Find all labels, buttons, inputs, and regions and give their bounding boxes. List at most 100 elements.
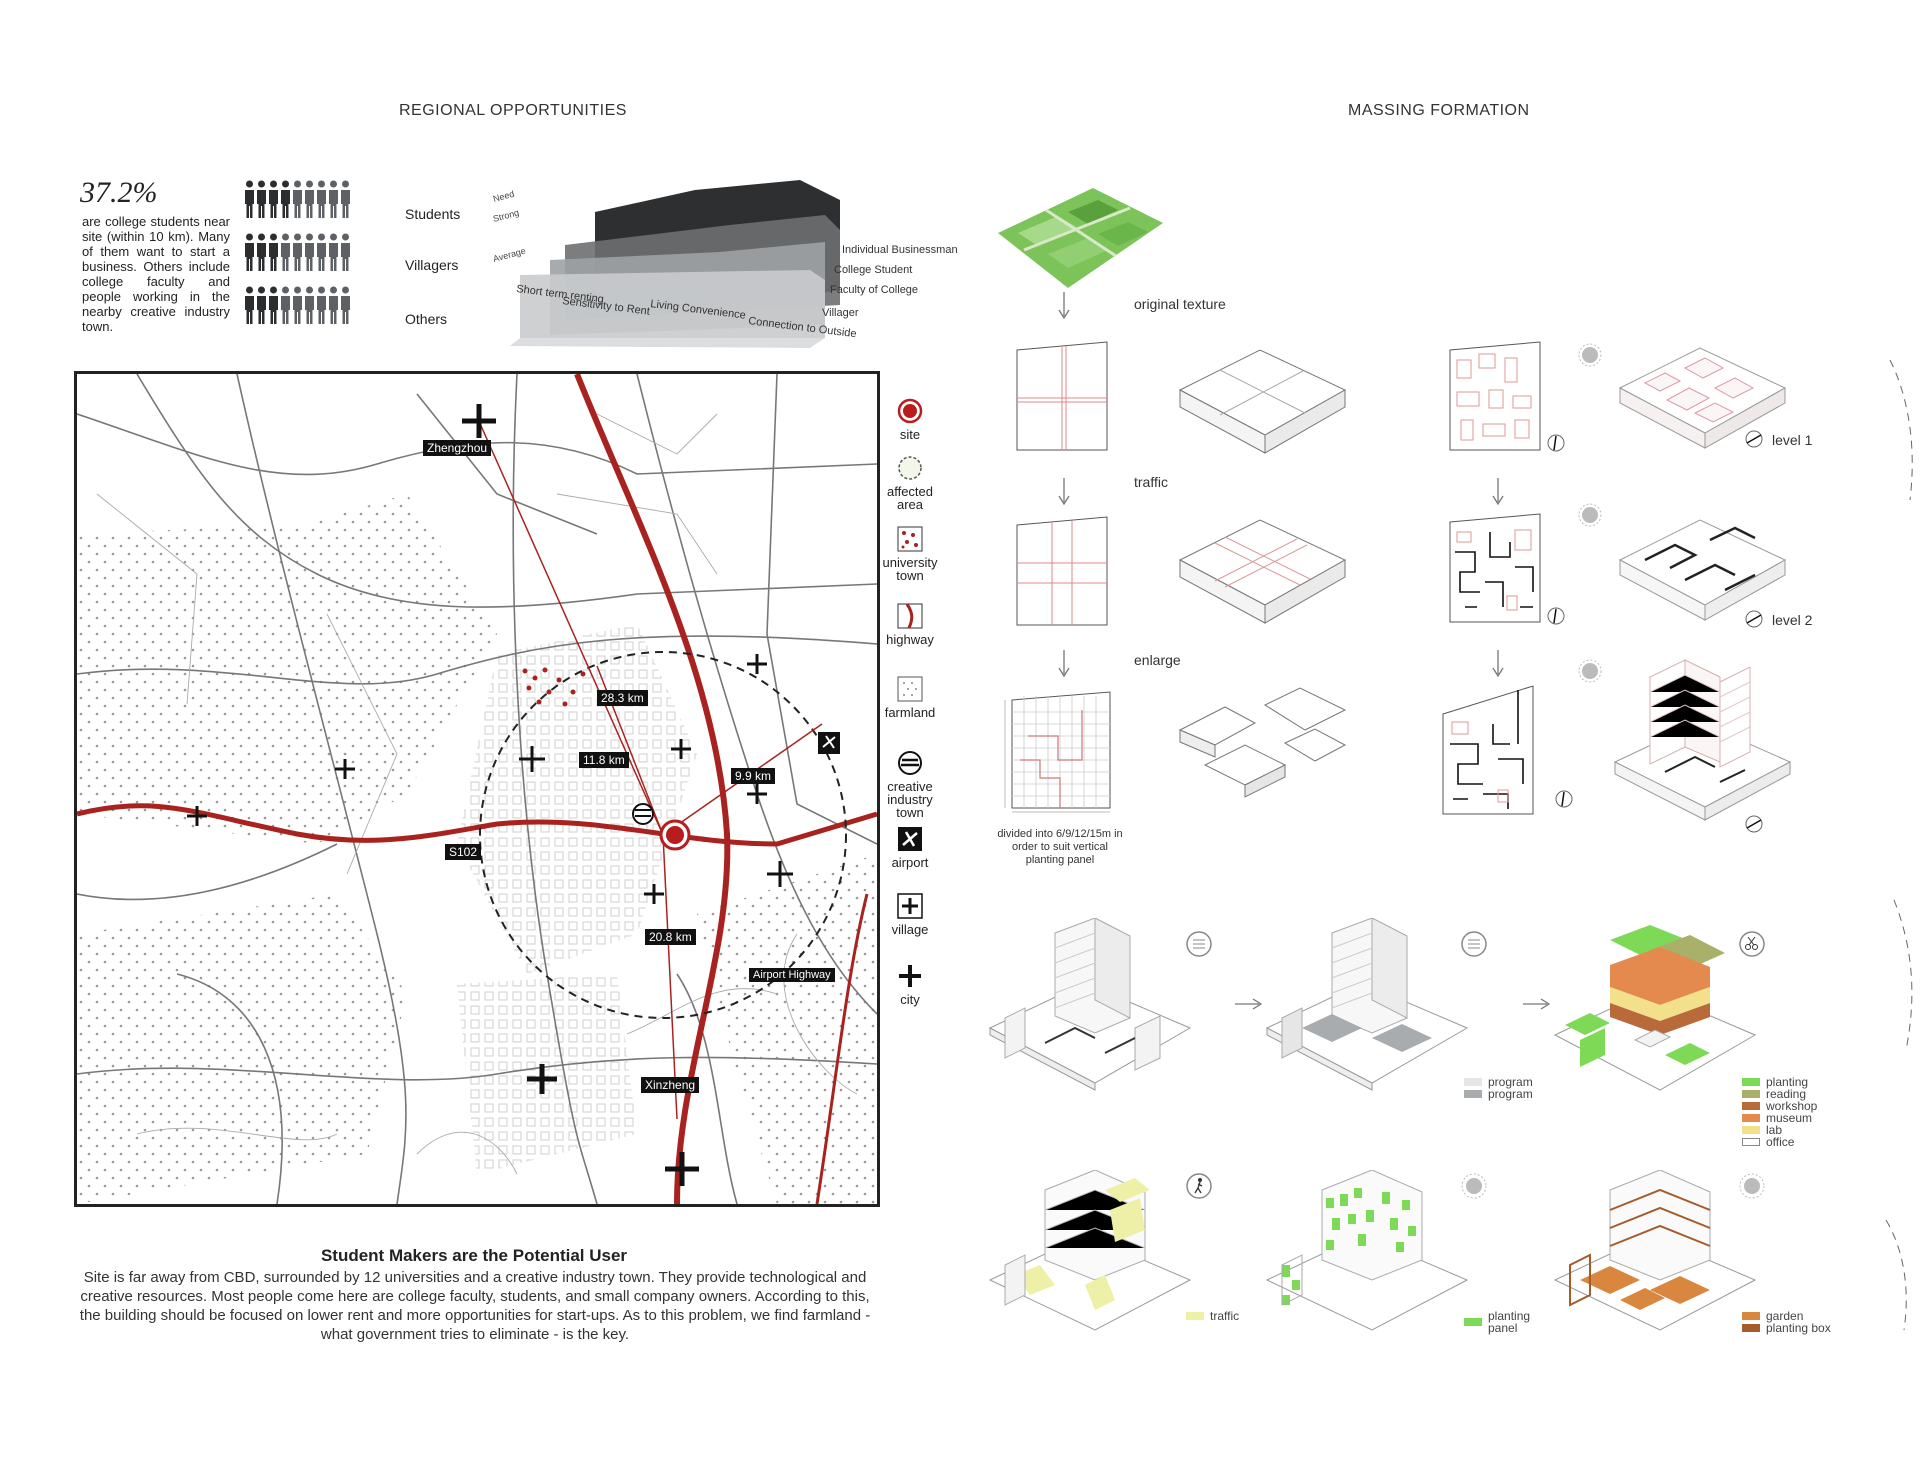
people-label-others: Others <box>405 311 448 327</box>
regional-title: REGIONAL OPPORTUNITIES <box>399 102 627 119</box>
legend-affected-area: affected area <box>870 455 950 511</box>
legend-university-town: university town <box>870 526 950 582</box>
legend-creative-industry: creative industry town <box>870 750 950 819</box>
arrow-down-icon <box>1058 650 1070 678</box>
people-row <box>244 286 351 326</box>
function-key: planting reading workshop museum lab off… <box>1742 1076 1817 1148</box>
step-enlarge: enlarge <box>1134 652 1181 668</box>
person-icon <box>329 233 338 271</box>
city-icon <box>899 965 921 987</box>
function-key-planting: planting <box>1742 1076 1817 1088</box>
affected-area-icon <box>898 456 922 480</box>
people-label-villagers: Villagers <box>405 257 459 273</box>
chart-series-villager: Villager <box>822 307 859 319</box>
garden-key-garden: garden <box>1742 1310 1831 1322</box>
arrow-right-icon <box>1235 998 1263 1010</box>
urban-grid-area-south <box>457 974 637 1174</box>
person-icon <box>257 180 266 218</box>
ribbon-villager <box>520 270 825 338</box>
person-icon <box>329 180 338 218</box>
massing-title: MASSING FORMATION <box>1348 102 1530 119</box>
planting-key: planting panel <box>1464 1310 1538 1334</box>
person-icon <box>341 180 350 218</box>
sun-icon <box>1578 503 1602 527</box>
program-swatch <box>1464 1078 1482 1086</box>
list-icon <box>1186 931 1212 957</box>
arrow-down-icon <box>1058 292 1070 320</box>
plan-enlarge-grid <box>1004 691 1111 813</box>
plan-original <box>1016 341 1108 451</box>
highway-icon <box>897 603 923 629</box>
function-key-lab: lab <box>1742 1124 1817 1136</box>
person-icon <box>269 233 278 271</box>
highway-north-south <box>574 374 731 1204</box>
farmland-area-west <box>77 494 497 844</box>
person-icon <box>305 233 314 271</box>
function-key-workshop: workshop <box>1742 1100 1817 1112</box>
plan-traffic <box>1016 516 1108 626</box>
reading-swatch <box>1742 1090 1760 1098</box>
iso-original <box>1178 349 1347 454</box>
building-iso-garden <box>1553 1170 1757 1331</box>
arrow-down-icon <box>1058 478 1070 506</box>
compass-icon <box>1745 610 1763 628</box>
iso-enlarge <box>1178 687 1347 798</box>
body-text: Site is far away from CBD, surrounded by… <box>79 1269 871 1343</box>
person-icon <box>269 180 278 218</box>
building-iso-planting <box>1265 1170 1469 1331</box>
person-icon <box>257 286 266 324</box>
legend-farmland: farmland <box>870 676 950 719</box>
university-town-dots <box>522 667 586 707</box>
legend-city: city <box>870 963 950 1006</box>
planting-swatch <box>1742 1078 1760 1086</box>
regional-map: Zhengzhou 28.3 km 11.8 km 9.9 km S102 20… <box>74 371 880 1207</box>
legend-village: village <box>870 893 950 936</box>
person-icon <box>281 286 290 324</box>
office-swatch <box>1742 1138 1760 1146</box>
program-key: program program <box>1464 1076 1533 1100</box>
plan-level-1 <box>1449 341 1541 451</box>
person-icon <box>269 286 278 324</box>
person-icon <box>245 286 254 324</box>
map-distance-2: 11.8 km <box>579 752 629 768</box>
garden-key: garden planting box <box>1742 1310 1831 1334</box>
person-icon <box>317 286 326 324</box>
village-icon <box>897 893 923 919</box>
original-texture-tile <box>998 188 1163 288</box>
creative-industry-icon <box>898 751 922 775</box>
person-icon <box>293 180 302 218</box>
planting-key-row: planting panel <box>1464 1310 1538 1334</box>
map-label-zhengzhou: Zhengzhou <box>423 440 492 456</box>
ribbon-base <box>510 338 825 348</box>
building-iso-traffic <box>988 1170 1192 1331</box>
lab-swatch <box>1742 1126 1760 1134</box>
iso-level-1 <box>1618 347 1787 449</box>
list-icon <box>1461 931 1487 957</box>
label-level-2: level 2 <box>1772 612 1813 628</box>
person-icon <box>293 286 302 324</box>
person-icon <box>329 286 338 324</box>
person-icon <box>281 180 290 218</box>
headline: Student Makers are the Potential User <box>320 1246 628 1265</box>
plan-level-2 <box>1449 513 1541 623</box>
grid-caption: divided into 6/9/12/15m in order to suit… <box>997 828 1123 866</box>
city-markers <box>462 404 699 1186</box>
map-distance-1: 28.3 km <box>597 690 648 706</box>
chart-y-strong: Strong <box>492 207 520 224</box>
function-key-museum: museum <box>1742 1112 1817 1124</box>
map-label-s102: S102 <box>445 844 482 860</box>
traffic-key-row: traffic <box>1186 1310 1239 1322</box>
sun-icon <box>1739 1173 1765 1199</box>
farmland-area-southeast <box>697 854 877 1204</box>
iso-enlarge-tower <box>1613 659 1792 821</box>
label-level-1: level 1 <box>1772 432 1813 448</box>
farmland-icon <box>897 676 923 702</box>
compass-icon <box>1745 815 1763 833</box>
person-icon <box>245 180 254 218</box>
sun-icon <box>1578 343 1602 367</box>
village-markers <box>187 654 793 904</box>
chart-series-faculty: Faculty of College <box>830 284 918 296</box>
person-icon <box>257 233 266 271</box>
iso-traffic <box>1178 519 1347 624</box>
highway-s102 <box>77 803 877 847</box>
